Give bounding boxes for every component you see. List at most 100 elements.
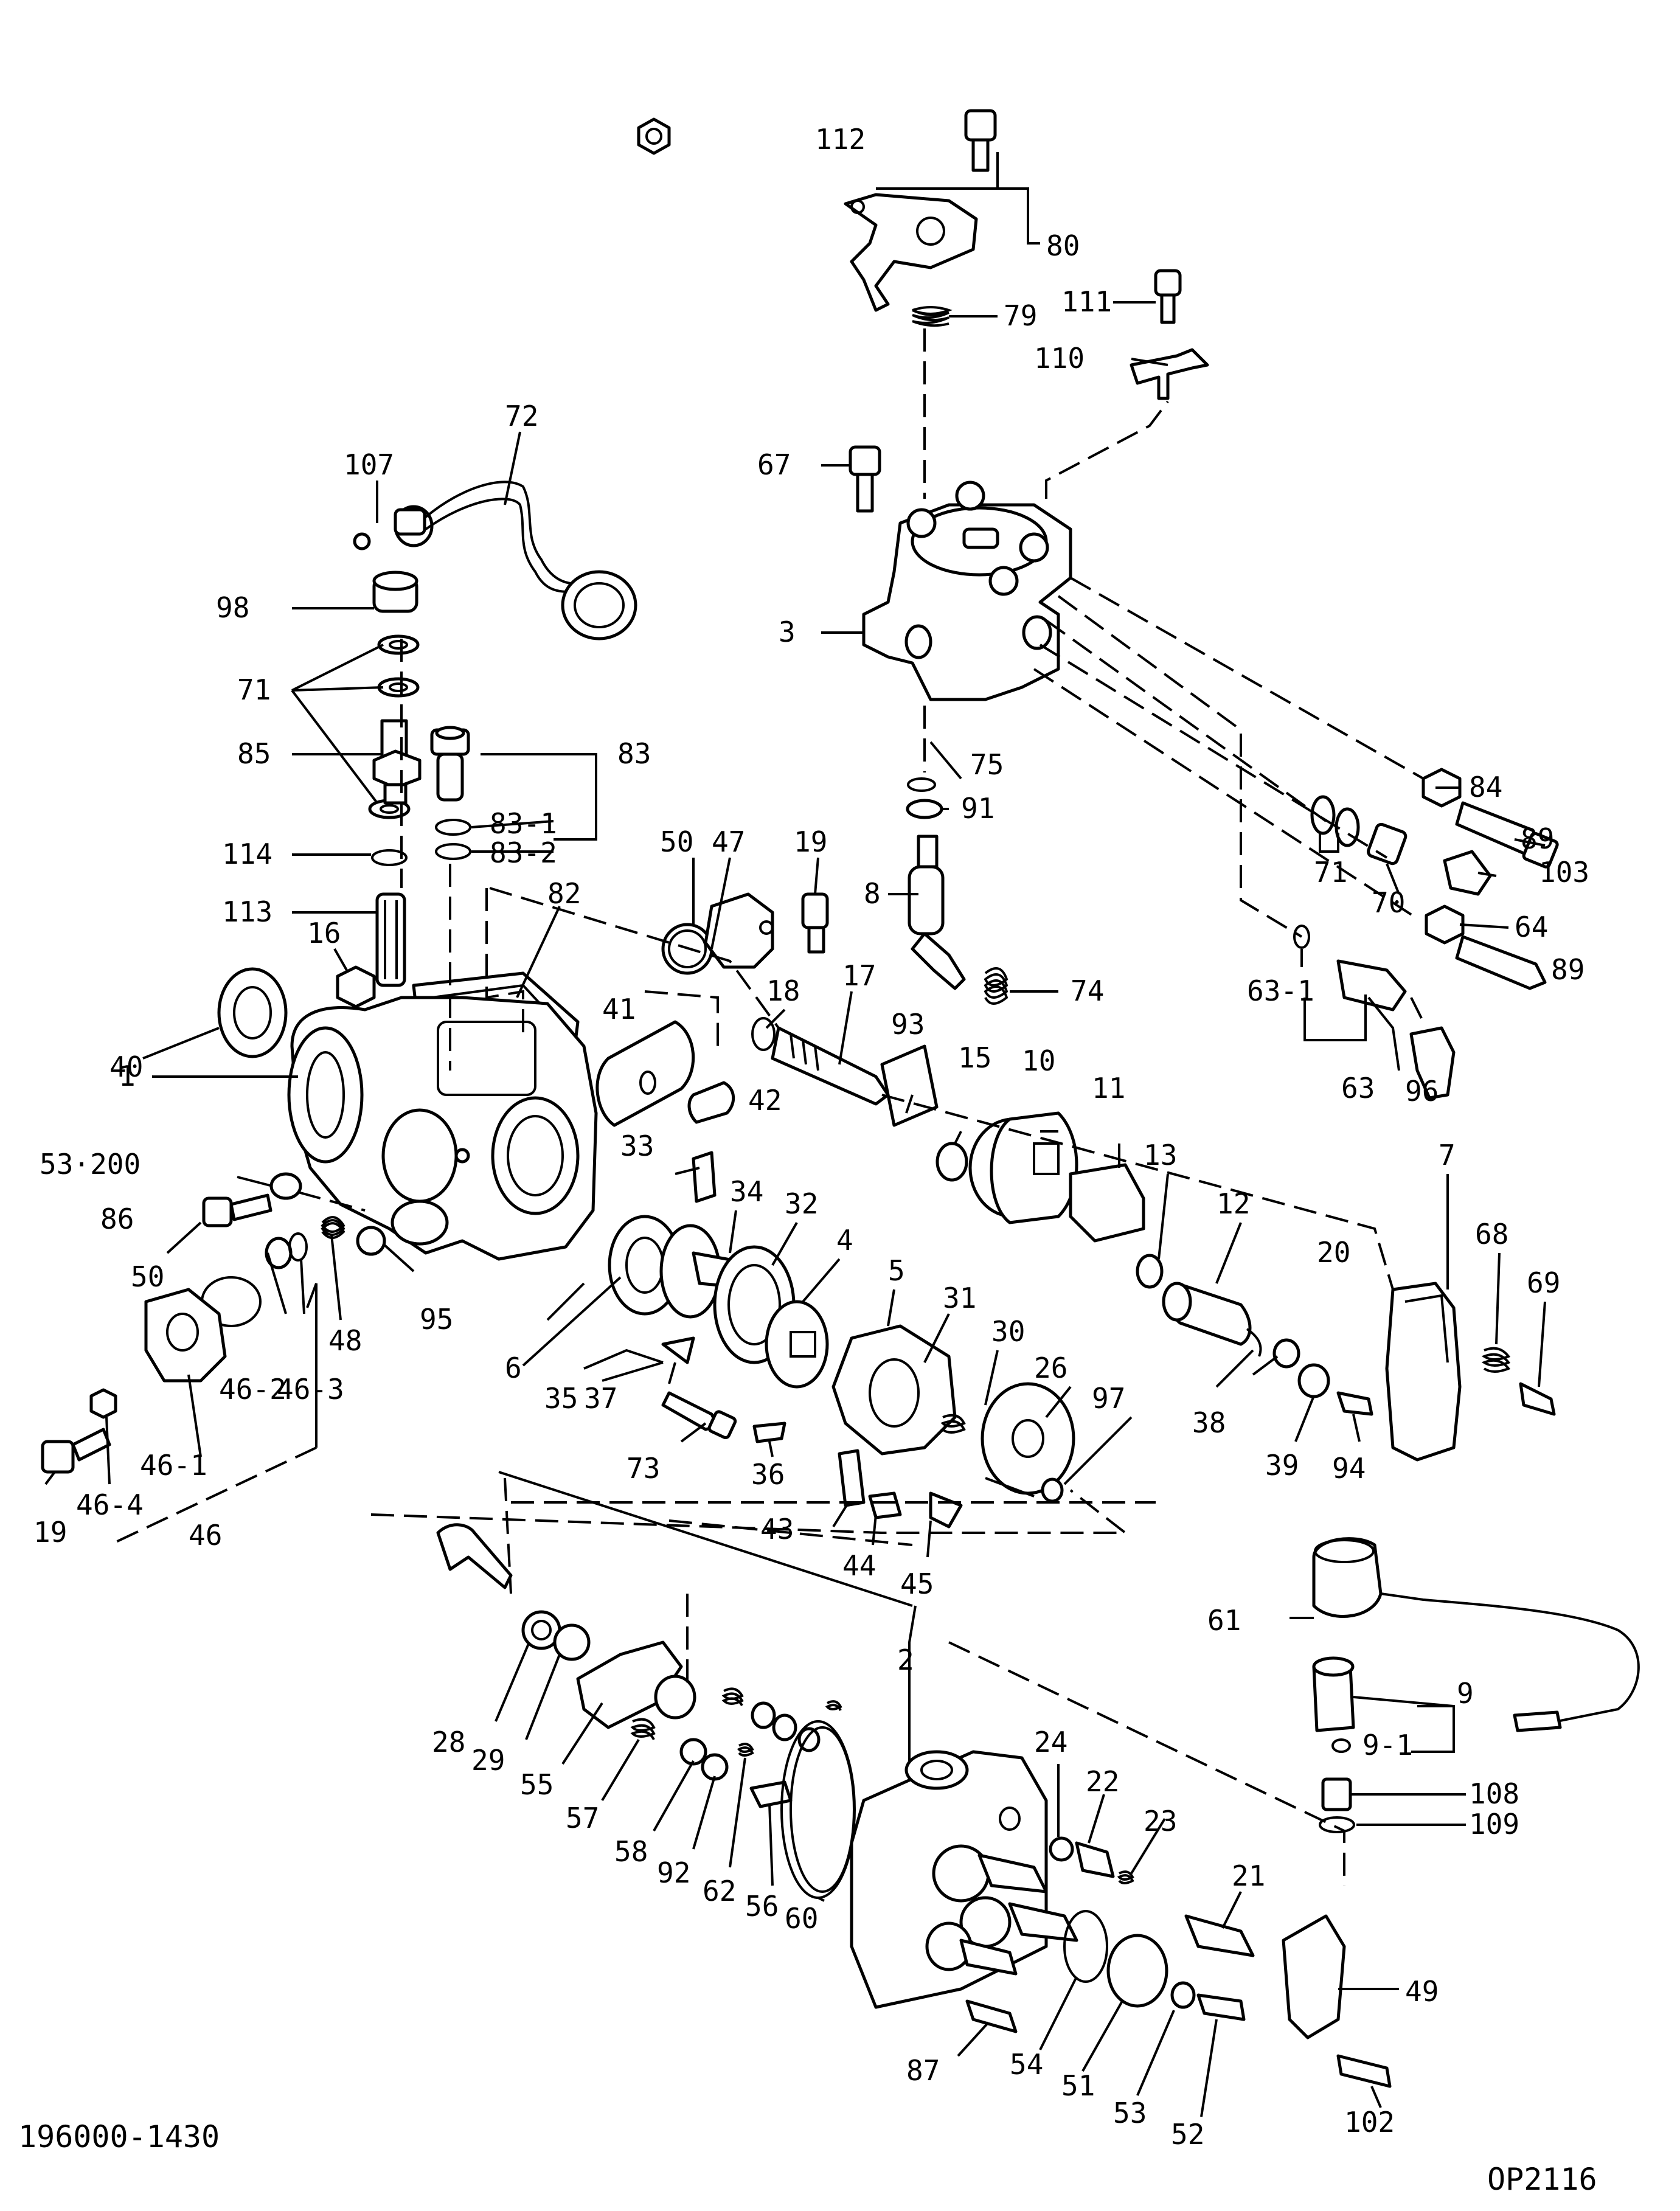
callout-24: 24 [1034, 1726, 1067, 1758]
callout-19-left: 19 [33, 1516, 67, 1549]
callout-17: 17 [842, 959, 876, 992]
callout-13: 13 [1144, 1139, 1177, 1171]
callout-46-2: 46-2 [219, 1373, 286, 1406]
callout-113: 113 [222, 895, 272, 928]
callout-89-mid: 89 [1551, 953, 1585, 986]
callout-83: 83 [617, 737, 651, 770]
callout-62: 62 [703, 1875, 736, 1907]
callout-63: 63 [1341, 1072, 1375, 1105]
callout-53: 53 [1113, 2097, 1147, 2129]
callout-74: 74 [1071, 974, 1104, 1007]
callout-22: 22 [1086, 1765, 1119, 1798]
callout-35: 35 [544, 1382, 578, 1415]
callout-64: 64 [1515, 911, 1548, 943]
callout-54: 54 [1010, 2048, 1043, 2081]
callout-93: 93 [891, 1008, 925, 1041]
callout-63-1: 63-1 [1247, 974, 1314, 1007]
callout-32: 32 [785, 1187, 818, 1220]
callout-92: 92 [657, 1856, 690, 1889]
drawing-code: OP2116 [1487, 2162, 1597, 2197]
callout-31: 31 [943, 1282, 976, 1314]
callout-56: 56 [745, 1890, 779, 1923]
callout-79: 79 [1004, 299, 1037, 332]
callout-97: 97 [1092, 1382, 1125, 1415]
callout-87: 87 [906, 2054, 940, 2087]
callout-86: 86 [100, 1203, 134, 1235]
callout-43: 43 [760, 1513, 794, 1546]
callout-29: 29 [471, 1744, 505, 1777]
callout-112: 112 [815, 123, 866, 156]
callout-28: 28 [432, 1726, 465, 1758]
callout-71-top: 71 [237, 673, 271, 706]
callout-96: 96 [1405, 1075, 1439, 1108]
callout-110: 110 [1034, 342, 1085, 375]
callout-30: 30 [991, 1315, 1025, 1348]
callout-3: 3 [779, 616, 796, 648]
callout-21: 21 [1232, 1859, 1265, 1892]
callout-75: 75 [970, 748, 1004, 781]
callout-36: 36 [751, 1458, 785, 1491]
callout-41: 41 [602, 993, 636, 1026]
callout-109: 109 [1469, 1808, 1519, 1841]
callout-18: 18 [766, 974, 800, 1007]
callout-15: 15 [958, 1041, 991, 1074]
callout-58: 58 [614, 1835, 648, 1868]
callout-40: 40 [109, 1050, 143, 1083]
callout-49: 49 [1405, 1975, 1439, 2008]
leader-lines [44, 152, 1546, 2117]
callout-34: 34 [730, 1175, 763, 1208]
callout-20: 20 [1317, 1236, 1350, 1269]
callout-91: 91 [961, 792, 994, 825]
callout-70: 70 [1372, 886, 1405, 919]
callout-84: 84 [1469, 771, 1502, 804]
callout-44: 44 [842, 1549, 876, 1582]
callout-37: 37 [584, 1382, 617, 1415]
callout-69: 69 [1527, 1266, 1560, 1299]
callout-85: 85 [237, 737, 271, 770]
part-number: 196000-1430 [18, 2119, 220, 2154]
callout-73: 73 [627, 1452, 660, 1485]
callout-19-top: 19 [794, 825, 827, 858]
callout-6: 6 [505, 1352, 522, 1384]
callout-47: 47 [712, 825, 745, 858]
callout-5: 5 [888, 1254, 905, 1287]
callout-7: 7 [1439, 1139, 1456, 1171]
parts-artwork [41, 109, 1640, 2088]
callout-51: 51 [1061, 2069, 1095, 2102]
callout-111: 111 [1061, 285, 1112, 318]
callout-67: 67 [757, 448, 791, 481]
callout-60: 60 [785, 1902, 818, 1935]
callout-33: 33 [620, 1130, 654, 1162]
callout-labels: 112 80 79 111 110 7 2 107 67 98 3 71 85 8… [18, 123, 1597, 2197]
callout-11: 11 [1092, 1072, 1125, 1105]
callout-83-2: 83-2 [490, 836, 557, 869]
callout-89-top: 89 [1521, 822, 1554, 855]
callout-50-top: 50 [660, 825, 693, 858]
callout-107: 107 [344, 448, 394, 481]
callout-46-1: 46-1 [140, 1449, 207, 1482]
callout-98: 98 [216, 591, 249, 624]
callout-16: 16 [307, 917, 341, 949]
callout-9: 9 [1457, 1677, 1474, 1710]
callout-38: 38 [1192, 1406, 1226, 1439]
callout-26: 26 [1034, 1352, 1067, 1384]
callout-46: 46 [189, 1519, 222, 1552]
callout-52: 52 [1171, 2118, 1204, 2151]
callout-80: 80 [1046, 229, 1080, 262]
callout-108: 108 [1469, 1777, 1519, 1810]
callout-71-mid: 71 [1314, 856, 1347, 889]
callout-103: 103 [1539, 856, 1589, 889]
callout-46-4: 46-4 [76, 1488, 144, 1521]
callout-83-1: 83-1 [490, 807, 557, 840]
callout-55: 55 [520, 1768, 554, 1801]
callout-23: 23 [1144, 1805, 1177, 1838]
callout-42: 42 [748, 1084, 782, 1117]
callout-95: 95 [420, 1303, 453, 1336]
callout-102: 102 [1344, 2106, 1395, 2139]
callout-10: 10 [1022, 1044, 1055, 1077]
callout-12: 12 [1217, 1187, 1250, 1220]
callout-61: 61 [1207, 1604, 1241, 1637]
callout-82: 82 [547, 877, 581, 910]
callout-2: 2 [897, 1643, 914, 1676]
